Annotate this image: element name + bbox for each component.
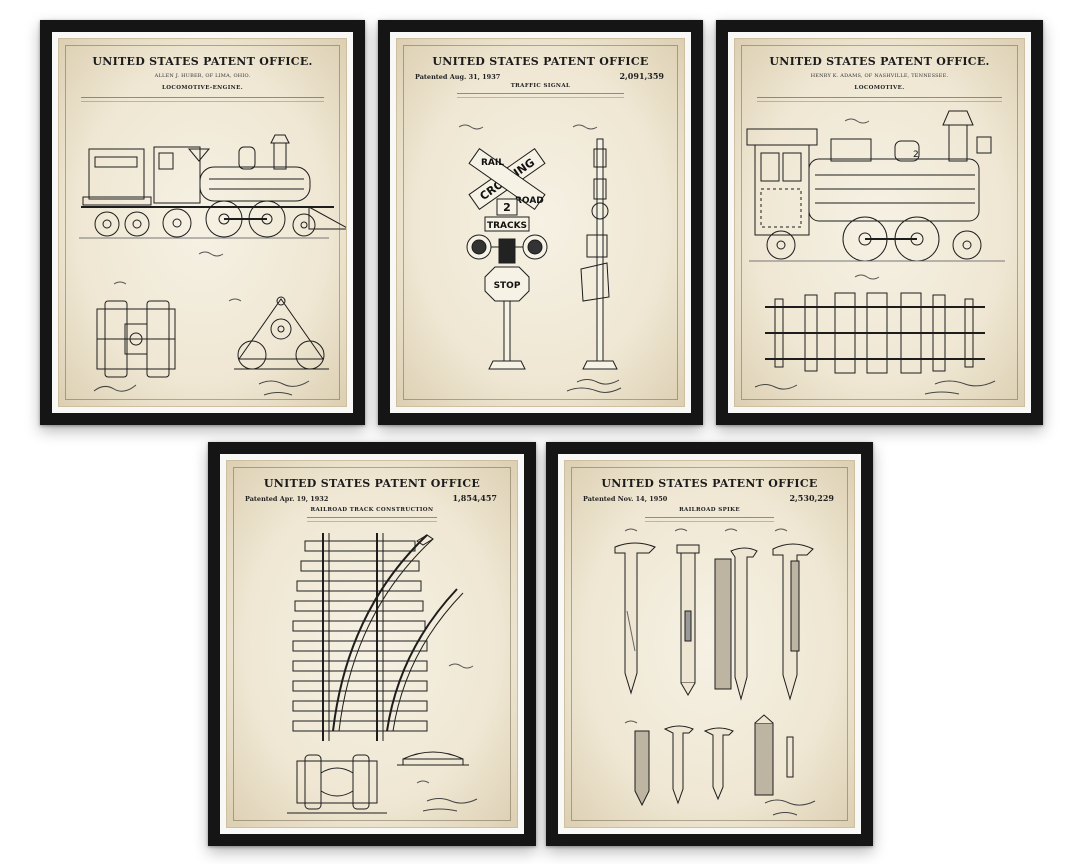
poster-frame-railroad-track: UNITED STATES PATENT OFFICE Patented Apr…: [208, 442, 536, 846]
poster-frame-traffic-signal: UNITED STATES PATENT OFFICE Patented Aug…: [378, 20, 703, 425]
poster-frame-locomotive-engine: UNITED STATES PATENT OFFICE. ALLEN J. HU…: [40, 20, 365, 425]
poster-mat: UNITED STATES PATENT OFFICE. ALLEN J. HU…: [52, 32, 353, 413]
road-sign-text: ROAD: [515, 196, 544, 206]
patent-header: UNITED STATES PATENT OFFICE: [601, 477, 818, 490]
patent-number: 2,091,359: [619, 71, 664, 81]
poster-frame-railroad-spike: UNITED STATES PATENT OFFICE Patented Nov…: [546, 442, 873, 846]
patent-number: 2,530,229: [789, 493, 834, 503]
patent-paper: UNITED STATES PATENT OFFICE Patented Apr…: [226, 460, 518, 828]
patent-paper: UNITED STATES PATENT OFFICE. ALLEN J. HU…: [58, 38, 347, 407]
patent-title: TRAFFIC SIGNAL: [510, 83, 571, 89]
patent-paper: UNITED STATES PATENT OFFICE Patented Nov…: [564, 460, 855, 828]
tracks-sign-text: TRACKS: [487, 221, 527, 231]
locomotive-drawing: 2: [735, 39, 1025, 407]
traffic-signal-drawing: CROSSING RAIL ROAD 2 TRACKS: [397, 39, 685, 407]
patent-date: Patented Apr. 19, 1932: [245, 495, 329, 503]
railroad-ties: [293, 541, 427, 731]
specification-text: [645, 517, 774, 522]
patent-date: Patented Aug. 31, 1937: [415, 73, 501, 81]
poster-mat: UNITED STATES PATENT OFFICE Patented Apr…: [220, 454, 524, 834]
patent-number: 1,854,457: [452, 493, 497, 503]
patent-paper: UNITED STATES PATENT OFFICE Patented Aug…: [396, 38, 685, 407]
specification-text: [81, 97, 324, 102]
poster-mat: UNITED STATES PATENT OFFICE. HENRY K. AD…: [728, 32, 1031, 413]
patent-title: RAILROAD TRACK CONSTRUCTION: [310, 507, 434, 513]
rail-sign-text: RAIL: [481, 158, 504, 168]
poster-mat: UNITED STATES PATENT OFFICE Patented Nov…: [558, 454, 861, 834]
inventor-line: ALLEN J. HUBER, OF LIMA, OHIO.: [154, 73, 251, 79]
patent-header: UNITED STATES PATENT OFFICE: [263, 477, 481, 490]
patent-header: UNITED STATES PATENT OFFICE.: [92, 55, 313, 68]
spike-drawing: [565, 461, 855, 828]
stop-sign-text: STOP: [494, 281, 521, 291]
specification-text: [307, 517, 437, 522]
patent-paper: UNITED STATES PATENT OFFICE. HENRY K. AD…: [734, 38, 1025, 407]
specification-text: [757, 97, 1002, 102]
track-count-text: 2: [503, 201, 511, 214]
poster-mat: UNITED STATES PATENT OFFICE Patented Aug…: [390, 32, 691, 413]
patent-title: LOCOMOTIVE.: [854, 85, 905, 91]
locomotive-drawing: [59, 39, 347, 407]
inventor-line: HENRY K. ADAMS, OF NASHVILLE, TENNESSEE.: [810, 73, 949, 79]
specification-text: [457, 93, 624, 98]
patent-date: Patented Nov. 14, 1950: [583, 495, 668, 503]
patent-header: UNITED STATES PATENT OFFICE: [432, 55, 649, 68]
svg-text:2: 2: [913, 150, 919, 160]
track-drawing: [227, 461, 518, 828]
patent-title: RAILROAD SPIKE: [679, 507, 740, 513]
patent-title: LOCOMOTIVE-ENGINE.: [161, 85, 244, 91]
patent-header: UNITED STATES PATENT OFFICE.: [769, 55, 990, 68]
poster-frame-locomotive: UNITED STATES PATENT OFFICE. HENRY K. AD…: [716, 20, 1043, 425]
